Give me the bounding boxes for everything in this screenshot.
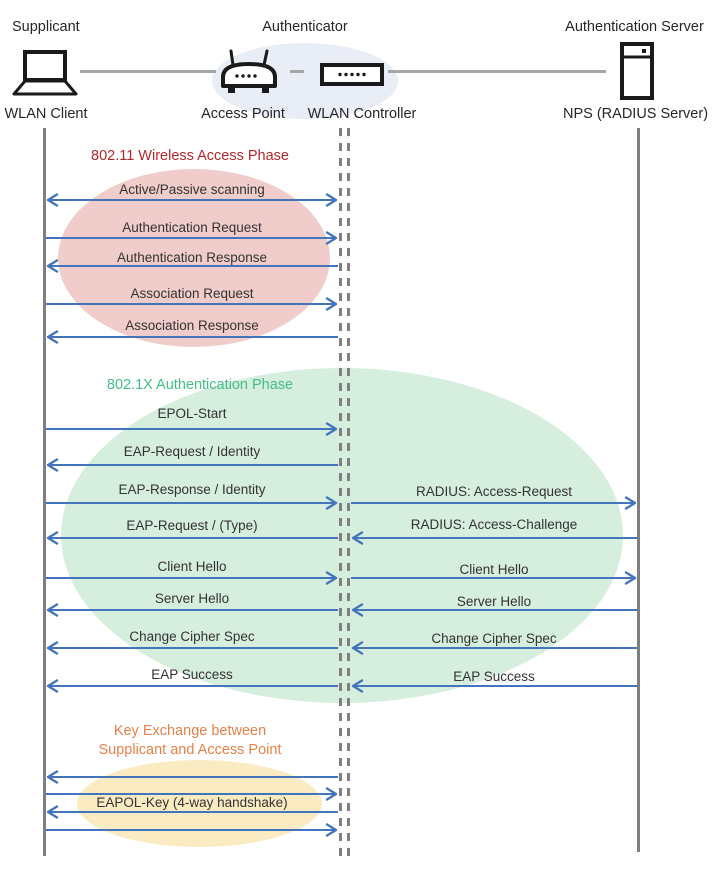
message-arrow-left (46, 259, 338, 273)
message-label: EAP-Request / (Type) (126, 518, 258, 533)
message-label: Change Cipher Spec (129, 629, 255, 644)
message-arrow-left (46, 603, 338, 617)
message-label: Server Hello (154, 591, 230, 606)
message-arrow-right (46, 422, 338, 436)
message-label: Active/Passive scanning (119, 182, 265, 197)
role-label-authentication-server: Authentication Server (565, 19, 704, 35)
lifeline-wlan-controller-dash-1 (339, 128, 342, 856)
message-arrow-left (46, 330, 338, 344)
message-label: RADIUS: Access-Request (415, 484, 573, 499)
message-arrow-right (46, 823, 338, 837)
message-arrow-left (46, 805, 338, 819)
message-arrow-left (46, 531, 338, 545)
link-controller-server (388, 70, 606, 73)
message-label: Client Hello (157, 559, 227, 574)
message-label: EAP Success (151, 667, 233, 682)
message-arrow-right (46, 496, 338, 510)
phase3-title-line2: Supplicant and Access Point (98, 742, 282, 758)
lifeline-nps-server (637, 128, 640, 852)
message-label: EAP-Response / Identity (118, 482, 266, 497)
message-arrow-left (46, 770, 338, 784)
message-arrow-left (351, 531, 637, 545)
wlan-controller-icon (320, 63, 384, 86)
message-arrow-left (46, 458, 338, 472)
access-point-icon (221, 49, 277, 93)
phase3-title: Key Exchange between Supplicant and Acce… (65, 722, 315, 760)
phase1-title: 802.11 Wireless Access Phase (91, 148, 289, 164)
message-label: Client Hello (459, 562, 529, 577)
phase1-802-11-ellipse (58, 169, 330, 347)
phase2-title: 802.1X Authentication Phase (106, 377, 294, 393)
message-arrow-right (46, 231, 338, 245)
message-label: RADIUS: Access-Challenge (410, 517, 578, 532)
message-label: EAP-Request / Identity (123, 444, 261, 459)
message-arrow-left (351, 603, 637, 617)
message-arrow-both (46, 193, 338, 207)
message-label: EAP Success (453, 669, 535, 684)
server-icon (620, 42, 654, 100)
phase3-key-exchange-ellipse (77, 760, 322, 847)
phase3-title-line1: Key Exchange between (113, 723, 267, 739)
message-arrow-right (351, 571, 637, 585)
message-label: EAPOL-Key (4-way handshake) (96, 795, 288, 810)
message-label: Server Hello (456, 594, 532, 609)
message-arrow-right (351, 496, 637, 510)
message-arrow-right (46, 297, 338, 311)
role-label-supplicant: Supplicant (12, 19, 80, 35)
link-client-ap (80, 70, 216, 73)
message-label: Authentication Request (122, 220, 262, 235)
laptop-icon (12, 50, 78, 96)
role-label-authenticator: Authenticator (262, 19, 348, 35)
message-label: EPOL-Start (157, 406, 227, 421)
lifeline-wlan-controller-dash-2 (347, 128, 350, 856)
message-label: Authentication Response (116, 250, 268, 265)
message-arrow-right (46, 571, 338, 585)
message-label: Association Request (130, 286, 254, 301)
link-ap-controller (290, 70, 304, 73)
lifeline-wlan-client (43, 128, 46, 856)
device-label-wlan-controller: WLAN Controller (307, 106, 417, 122)
message-arrow-left (46, 641, 338, 655)
message-label: Change Cipher Spec (431, 631, 557, 646)
device-label-nps-radius-server: NPS (RADIUS Server) (563, 106, 709, 122)
message-arrow-left (351, 679, 637, 693)
message-arrow-left (46, 679, 338, 693)
message-label: Association Response (125, 318, 259, 333)
device-label-access-point: Access Point (201, 106, 285, 122)
device-label-wlan-client: WLAN Client (4, 106, 88, 122)
message-arrow-right (46, 787, 338, 801)
message-arrow-left (351, 641, 637, 655)
